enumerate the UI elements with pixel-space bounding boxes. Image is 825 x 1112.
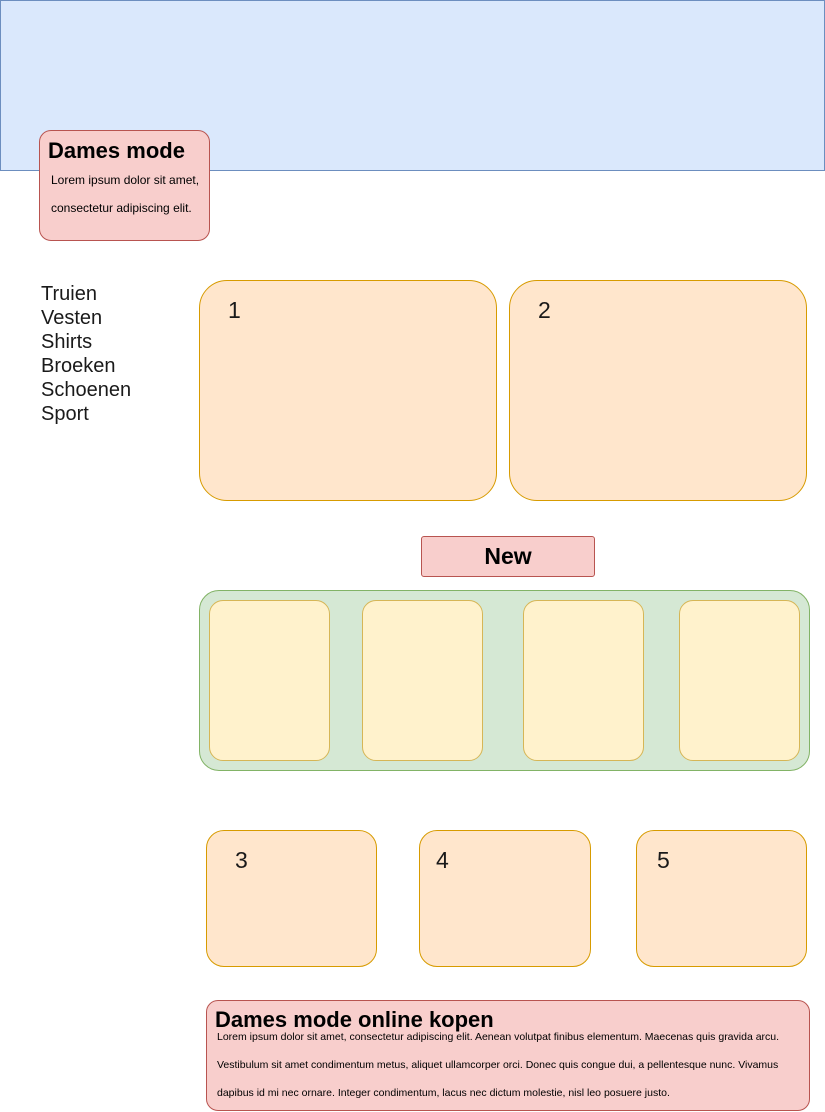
intro-box: Dames mode Lorem ipsum dolor sit amet, c…	[39, 130, 210, 241]
category-item-truien[interactable]: Truien	[41, 283, 97, 305]
intro-text: Lorem ipsum dolor sit amet, consectetur …	[51, 173, 200, 215]
category-item-sport[interactable]: Sport	[41, 403, 89, 425]
seo-title: Dames mode online kopen	[215, 1007, 494, 1032]
category-item-shirts[interactable]: Shirts	[41, 331, 93, 353]
category-item-schoenen[interactable]: Schoenen	[41, 379, 132, 401]
new-section-label: New	[421, 536, 595, 577]
new-product-tile[interactable]	[362, 600, 483, 761]
category-item-vesten[interactable]: Vesten	[41, 307, 103, 329]
intro-title: Dames mode	[48, 138, 185, 163]
category-item-broeken[interactable]: Broeken	[41, 355, 116, 377]
category-menu: Truien Vesten Shirts Broeken Schoenen Sp…	[41, 282, 131, 426]
card-number: 3	[235, 847, 248, 873]
product-card-5[interactable]: 5	[636, 830, 807, 967]
featured-card-2[interactable]: 2	[509, 280, 807, 501]
card-number: 2	[538, 297, 551, 323]
product-card-4[interactable]: 4	[419, 830, 591, 967]
seo-text-box: Dames mode online kopen Lorem ipsum dolo…	[206, 1000, 810, 1111]
new-product-tile[interactable]	[523, 600, 644, 761]
new-product-tile[interactable]	[209, 600, 330, 761]
featured-card-1[interactable]: 1	[199, 280, 497, 501]
new-product-tile[interactable]	[679, 600, 800, 761]
card-number: 1	[228, 297, 241, 323]
card-number: 5	[657, 847, 670, 873]
product-card-3[interactable]: 3	[206, 830, 377, 967]
card-number: 4	[436, 847, 449, 873]
seo-text: Lorem ipsum dolor sit amet, consectetur …	[217, 1031, 780, 1099]
